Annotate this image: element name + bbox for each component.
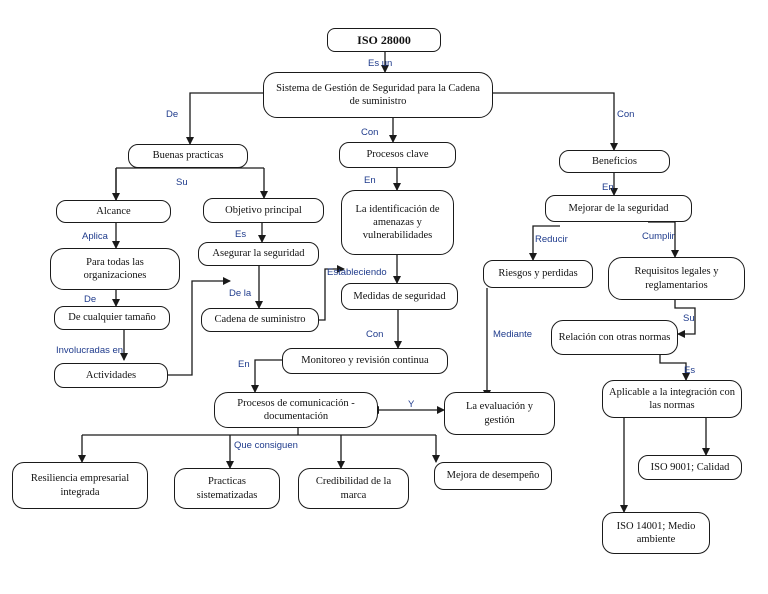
- line-comunicacion-split: [82, 428, 436, 436]
- label-involucradas-en: Involucradas en: [56, 345, 124, 356]
- label-aplica: Aplica: [82, 231, 108, 242]
- label-cumplir: Cumplir: [642, 231, 675, 242]
- node-monitoreo-revision: Monitoreo y revisión continua: [282, 348, 448, 374]
- node-iso-14001: ISO 14001; Medio ambiente: [602, 512, 710, 554]
- node-para-todas: Para todas las organizaciones: [50, 248, 180, 290]
- label-con-medidas: Con: [366, 329, 384, 340]
- line-cadena-medidas: [319, 265, 345, 321]
- label-reducir: Reducir: [535, 234, 568, 245]
- label-su-buenas: Su: [176, 177, 188, 188]
- node-medidas-seguridad: Medidas de seguridad: [341, 283, 458, 310]
- line-sistema-beneficios: [493, 92, 618, 151]
- line-buenas-split: [115, 167, 264, 200]
- line-sistema-buenas: [186, 92, 265, 145]
- label-en-beneficios: En: [602, 182, 614, 193]
- node-evaluacion-gestion: La evaluación y gestión: [444, 392, 555, 435]
- node-beneficios: Beneficios: [559, 150, 670, 173]
- node-mejorar-seguridad: Mejorar de la seguridad: [545, 195, 692, 222]
- label-que-consiguen: Que consiguen: [234, 440, 298, 451]
- label-en-procesos: En: [364, 175, 376, 186]
- node-resiliencia: Resiliencia empresarial integrada: [12, 462, 148, 509]
- node-requisitos-legales: Requisitos legales y reglamentarios: [608, 257, 745, 300]
- line-relacion-aplicable: [659, 355, 690, 381]
- node-objetivo-principal: Objetivo principal: [203, 198, 324, 223]
- label-su-requisitos: Su: [683, 313, 695, 324]
- node-cualquier-tamano: De cualquier tamaño: [54, 306, 170, 330]
- node-aplicable-integracion: Aplicable a la integración con las norma…: [602, 380, 742, 418]
- node-mejora-desempeno: Mejora de desempeño: [434, 462, 552, 490]
- label-mediante: Mediante: [493, 329, 533, 340]
- label-y: Y: [408, 399, 415, 410]
- line-monitoreo-comunicacion: [251, 359, 282, 393]
- node-buenas-practicas: Buenas practicas: [128, 144, 248, 168]
- node-alcance: Alcance: [56, 200, 171, 223]
- label-con-procesos: Con: [361, 127, 379, 138]
- line-actividades-cadena: [168, 277, 231, 376]
- node-credibilidad-marca: Credibilidad de la marca: [298, 468, 409, 509]
- node-asegurar-seguridad: Asegurar la seguridad: [198, 242, 319, 266]
- label-es-relacion: Es: [684, 365, 696, 376]
- node-procesos-comunicacion: Procesos de comunicación - documentación: [214, 392, 378, 428]
- line-requisitos-relacion: [674, 300, 696, 338]
- node-practicas-sistematizadas: Practicas sistematizadas: [174, 468, 280, 509]
- label-es-objetivo: Es: [235, 229, 247, 240]
- label-es-un: Es un: [368, 58, 393, 69]
- line-mejorar-requisitos: [648, 221, 679, 258]
- label-estableciendo: Estableciendo: [327, 267, 387, 278]
- node-actividades: Actividades: [54, 363, 168, 388]
- label-con-beneficios: Con: [617, 109, 635, 120]
- node-iso-9001: ISO 9001; Calidad: [638, 455, 742, 480]
- label-de-paratodas: De: [84, 294, 97, 305]
- label-de-la: De la: [229, 288, 252, 299]
- node-riesgos-perdidas: Riesgos y perdidas: [483, 260, 593, 288]
- node-procesos-clave: Procesos clave: [339, 142, 456, 168]
- node-identificacion-amenazas: La identificación de amenazas y vulnerab…: [341, 190, 454, 255]
- node-cadena-suministro: Cadena de suministro: [201, 308, 319, 332]
- node-sistema-gestion: Sistema de Gestión de Seguridad para la …: [263, 72, 493, 118]
- label-de: De: [166, 109, 179, 120]
- node-relacion-normas: Relación con otras normas: [551, 320, 678, 355]
- node-iso-28000: ISO 28000: [327, 28, 441, 52]
- label-en-monitoreo: En: [238, 359, 250, 370]
- line-mejorar-riesgos: [529, 225, 560, 261]
